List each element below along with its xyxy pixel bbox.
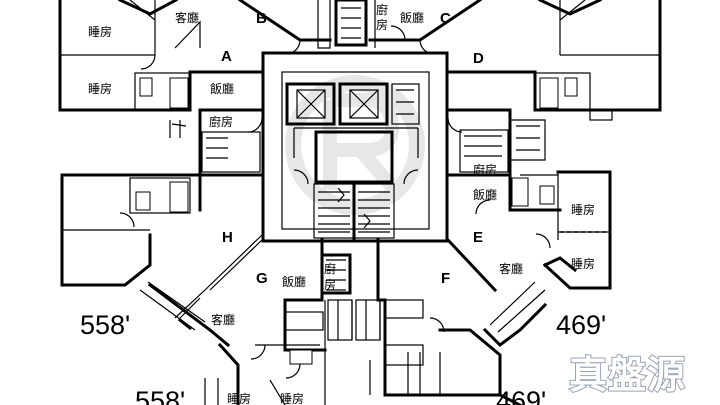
room-kitchen-a: 廚房 <box>209 114 233 129</box>
lift-shaft-left <box>285 82 336 126</box>
room-kitchen-b-top: 廚 <box>376 2 388 17</box>
flat-g-unit <box>179 238 381 405</box>
flat-label-c: C <box>440 10 451 27</box>
room-dining-a: 飯廳 <box>210 81 234 96</box>
flat-e-unit <box>445 170 612 293</box>
flat-label-g: G <box>256 270 268 287</box>
room-bedroom-a2: 睡房 <box>88 81 112 96</box>
flat-a-unit <box>58 0 264 177</box>
stair-core <box>313 182 395 240</box>
room-bedroom-g1: 睡房 <box>227 391 251 405</box>
flat-bc-units <box>237 0 483 55</box>
room-bedroom-g2: 睡房 <box>280 391 304 405</box>
room-dining-g: 飯廳 <box>282 274 306 289</box>
flat-label-h: H <box>222 229 233 246</box>
area-right-main: 469' <box>556 310 606 340</box>
room-dining-c: 飯廳 <box>400 10 424 25</box>
flat-label-d: D <box>473 50 484 67</box>
area-left-bottom: 558' <box>135 386 185 405</box>
area-left-main: 558' <box>80 310 130 340</box>
room-kitchen-b-bottom: 房 <box>376 17 388 32</box>
room-living-g: 客廳 <box>211 312 235 327</box>
watermark-text: 真盤源 <box>569 353 686 397</box>
flat-h-unit <box>60 173 263 348</box>
room-living-a: 客廳 <box>175 10 199 25</box>
central-core <box>261 51 449 243</box>
area-labels: 558' 558' 469' 469' <box>80 310 606 405</box>
flat-label-e: E <box>473 229 483 246</box>
flat-d-unit <box>446 0 662 177</box>
room-kitchen-g-bottom: 房 <box>324 277 336 292</box>
flat-label-a: A <box>221 48 232 65</box>
lift-shaft-right <box>338 82 389 126</box>
room-living-e: 客廳 <box>499 261 523 276</box>
room-bedroom-e1: 睡房 <box>571 202 595 217</box>
area-right-bottom: 469' <box>496 386 546 405</box>
room-bedroom-e2: 睡房 <box>571 256 595 271</box>
room-kitchen-d: 廚房 <box>473 162 497 177</box>
flat-labels: A B C D E F G H <box>221 10 484 287</box>
room-bedroom-a1: 睡房 <box>88 24 112 39</box>
room-dining-d: 飯廳 <box>473 187 497 202</box>
flat-label-b: B <box>256 10 267 27</box>
room-labels: 睡房 睡房 客廳 飯廳 廚房 廚 房 飯廳 廚房 飯廳 睡房 睡房 客廳 飯廳 … <box>88 2 595 405</box>
room-kitchen-g-top: 廚 <box>324 261 336 276</box>
flat-label-f: F <box>441 270 450 287</box>
